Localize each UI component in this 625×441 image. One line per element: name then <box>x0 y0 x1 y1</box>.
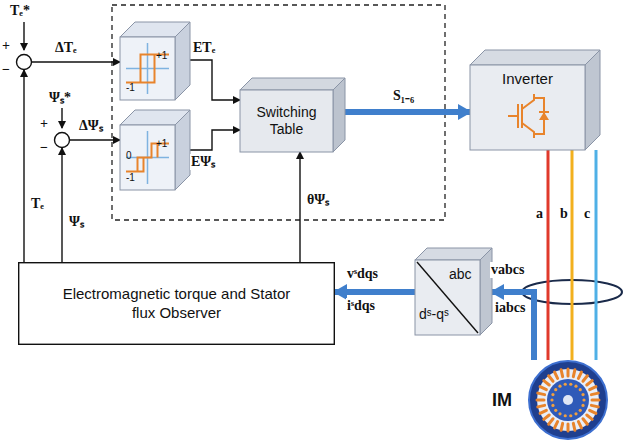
connector <box>32 61 120 62</box>
signal-label: Ψₛ <box>68 214 85 230</box>
summing-junction: +− <box>54 132 70 148</box>
connector <box>571 150 574 360</box>
node-shape <box>470 50 600 150</box>
signal-label: S₁₋₆ <box>392 88 415 104</box>
flux-hysteresis-block: +1 0 -1 <box>120 110 190 190</box>
connector <box>595 150 598 360</box>
signal-label: ΔΨₛ <box>78 118 104 134</box>
signal-label: EΨₛ <box>190 154 216 170</box>
level-label: 0 <box>126 150 132 161</box>
induction-motor: IM <box>528 360 608 440</box>
connector <box>335 289 415 295</box>
connector <box>492 292 534 360</box>
signal-label: Tₑ <box>30 196 45 212</box>
plus-sign: + <box>40 116 48 132</box>
connector <box>299 152 300 262</box>
summing-junction: +− <box>16 54 32 70</box>
transform-block: abc dˢ-qˢ <box>415 248 492 335</box>
connector <box>61 148 62 262</box>
connector <box>190 130 240 150</box>
minus-sign: − <box>40 140 48 156</box>
switching-table-block: Switching Table <box>240 78 345 152</box>
torque-reference-line <box>23 22 24 50</box>
signal-label: vabcs <box>490 262 525 278</box>
connector <box>23 70 24 262</box>
signal-label: vˢdqs <box>346 266 379 282</box>
connector <box>547 150 550 360</box>
level-label: -1 <box>126 82 135 93</box>
connector <box>70 139 120 140</box>
torque-hysteresis-block: +1 -1 <box>120 22 190 100</box>
frame-label: abc <box>449 266 472 282</box>
block-title: Switching Table <box>246 104 327 139</box>
frame-label: dˢ-qˢ <box>419 306 449 322</box>
block-title: Inverter <box>470 70 585 87</box>
signal-label: c <box>583 206 591 222</box>
node-shape <box>54 132 70 148</box>
signal-label: θΨₛ <box>306 192 330 208</box>
level-label: +1 <box>156 50 167 61</box>
minus-sign: − <box>2 62 10 78</box>
observer-block: Electromagnetic torque and Stator flux O… <box>18 262 335 345</box>
signal-label: b <box>559 206 569 222</box>
signal-label: Tₑ* <box>9 3 31 19</box>
signal-label: a <box>535 206 544 222</box>
flux-reference-line <box>61 108 62 128</box>
connector <box>345 109 470 115</box>
level-label: +1 <box>156 138 167 149</box>
signal-label: Ψₛ* <box>48 90 72 106</box>
signal-label: iabcs <box>494 300 526 316</box>
motor-label: IM <box>492 390 512 411</box>
level-label: -1 <box>126 172 135 183</box>
plus-sign: + <box>2 38 10 54</box>
inverter-block: Inverter <box>470 50 600 150</box>
node-shape <box>528 360 608 440</box>
signal-label: ΔTₑ <box>54 40 78 56</box>
block-title: Electromagnetic torque and Stator flux O… <box>57 285 297 323</box>
node-shape <box>16 54 32 70</box>
signal-label: iˢdqs <box>346 298 376 314</box>
connector <box>190 60 240 100</box>
signal-label: ETₑ <box>192 40 216 56</box>
